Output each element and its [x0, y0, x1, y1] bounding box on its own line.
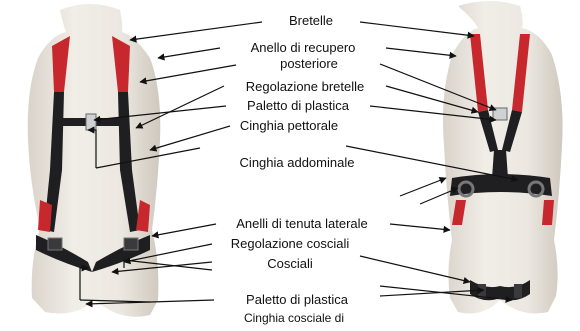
arrow-anelli-right: [390, 224, 450, 230]
arrow-anelli-left: [152, 224, 216, 236]
arrow-bretelle-right: [360, 22, 474, 36]
label-cinghia-addominale: Cinghia addominale: [240, 155, 355, 171]
label-paletto-bottom: Paletto di plastica: [246, 292, 348, 308]
label-regolazione-bretelle: Regolazione bretelle: [246, 79, 365, 95]
arrow-anello-right: [386, 48, 456, 56]
label-anelli-laterali: Anelli di tenuta laterale: [236, 216, 368, 232]
label-cosciali: Cosciali: [267, 256, 313, 272]
label-anello-line2: posteriore: [280, 56, 338, 72]
label-cinghia-cosciale: Cinghia cosciale di: [244, 310, 344, 326]
label-regolazione-cosciali: Regolazione cosciali: [231, 236, 350, 252]
label-anello-line1: Anello di recupero: [251, 40, 356, 56]
arrow-addominale-back: [400, 178, 446, 196]
arrow-bretelle-left: [130, 22, 262, 40]
label-cinghia-pettorale: Cinghia pettorale: [240, 118, 338, 134]
label-paletto-top: Paletto di plastica: [247, 98, 349, 114]
arrow-pettorale-left: [150, 126, 230, 150]
label-bretelle: Bretelle: [289, 13, 333, 29]
arrow-anello-left: [158, 48, 220, 58]
